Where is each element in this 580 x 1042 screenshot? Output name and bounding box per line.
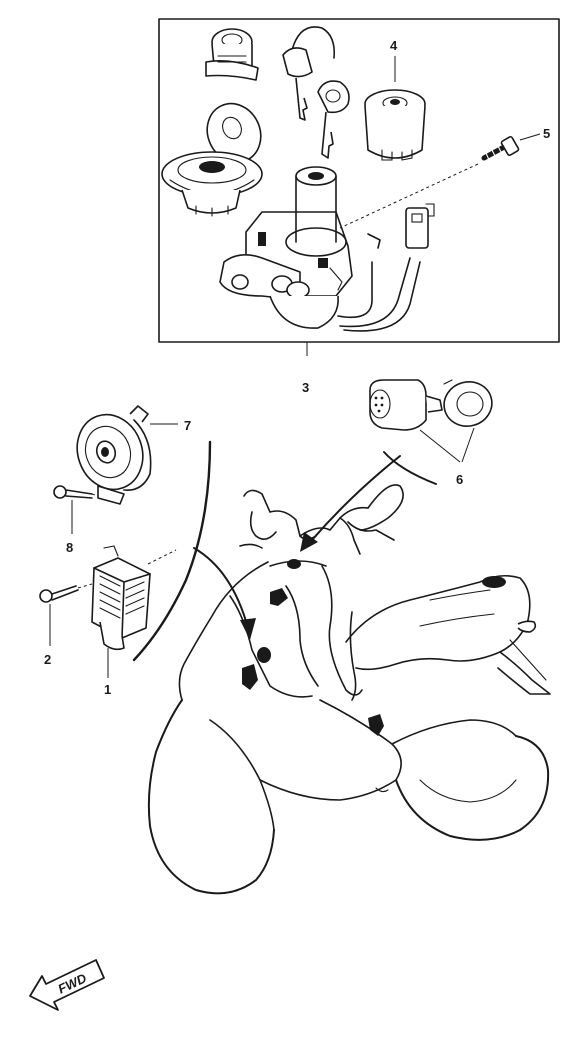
callout-3: 3: [302, 380, 309, 395]
callout-1: 1: [104, 682, 111, 697]
keys-with-ring: [282, 26, 350, 159]
leader-5: [519, 133, 541, 141]
fwd-direction-marker: FWD: [29, 959, 105, 1011]
screw-part-5: [481, 136, 520, 163]
callout-8: 8: [66, 540, 73, 555]
callout-4: 4: [390, 38, 398, 53]
horn-part-7: [76, 405, 152, 505]
rectifier-regulator-part-1: [91, 545, 151, 651]
leader-6: [419, 427, 475, 463]
alignment-line-5: [339, 163, 479, 229]
bolt-part-2: [39, 583, 93, 603]
callout-6: 6: [456, 472, 463, 487]
callout-5: 5: [543, 126, 550, 141]
component-part-6: [369, 379, 493, 431]
fuel-cap-assembly: [161, 102, 263, 217]
callout-7: 7: [184, 418, 191, 433]
key-set-inset-frame: [158, 18, 560, 343]
main-switch-assembly: [219, 166, 435, 332]
mounting-location-marks: [242, 559, 506, 736]
key-cover: [364, 89, 426, 161]
seat-lock-cylinder: [205, 28, 259, 81]
location-arrows: [193, 455, 401, 640]
bolt-part-8: [53, 485, 99, 499]
motorcycle-body-outline: [132, 440, 551, 895]
alignment-line-1: [147, 549, 177, 565]
callout-2: 2: [44, 652, 51, 667]
